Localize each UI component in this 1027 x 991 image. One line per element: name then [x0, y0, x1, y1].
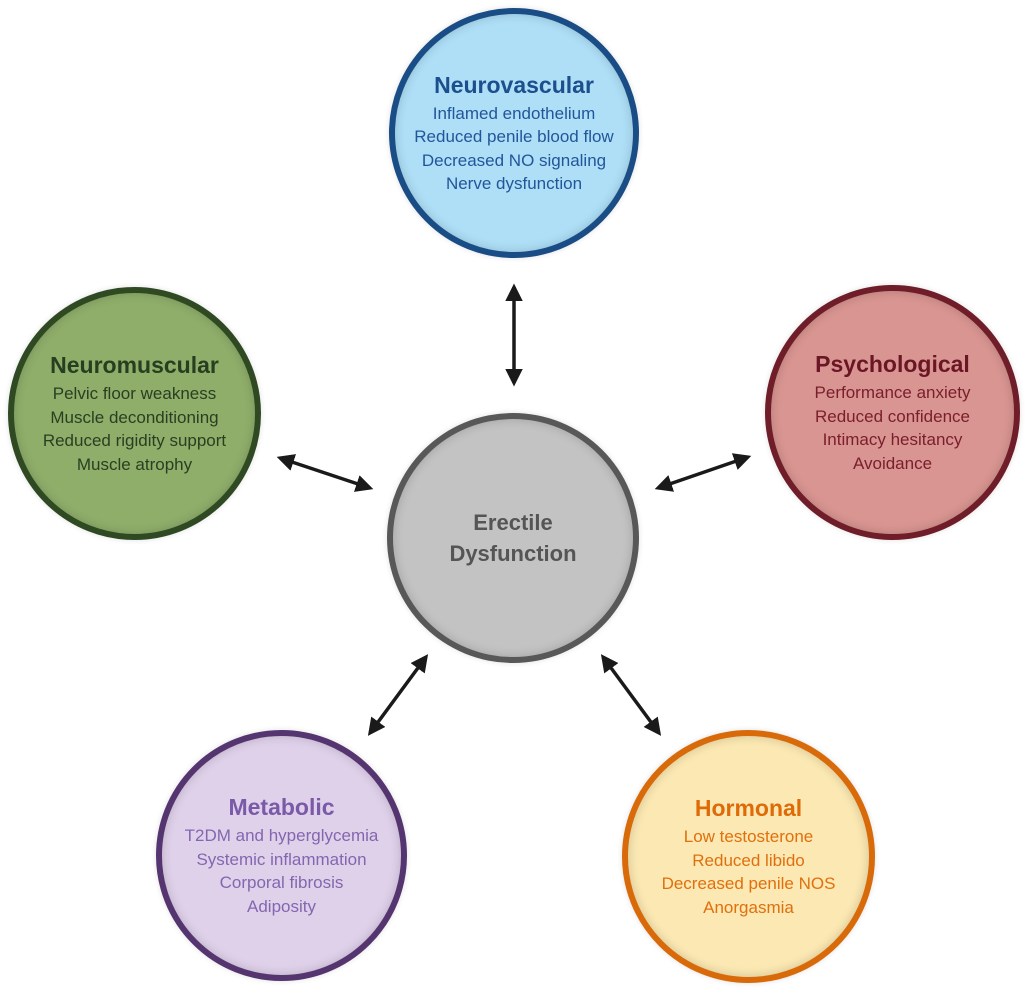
erectile-dysfunction-node: Erectile Dysfunction: [387, 413, 639, 663]
neurovascular-item: Nerve dysfunction: [445, 174, 583, 193]
neuromuscular-node: Neuromuscular Pelvic floor weakness Musc…: [8, 287, 261, 540]
psychological-node: Psychological Performance anxiety Reduce…: [765, 285, 1020, 540]
neurovascular-item: Inflamed endothelium: [432, 103, 596, 123]
metabolic-item: Adiposity: [247, 896, 316, 916]
neurovascular-title: Neurovascular: [434, 71, 594, 98]
arrow-psychological: [654, 453, 752, 492]
hormonal-title: Hormonal: [694, 795, 803, 821]
psychological-item: Intimacy hesitancy: [822, 430, 963, 449]
psychological-title: Psychological: [815, 351, 970, 377]
neuromuscular-title: Neuromuscular: [50, 352, 219, 378]
arrow-neuromuscular: [276, 454, 374, 492]
arrow-hormonal: [600, 654, 662, 736]
neuromuscular-item: Pelvic floor weakness: [52, 384, 217, 403]
neuromuscular-item: Muscle deconditioning: [50, 407, 219, 427]
hormonal-item: Anorgasmia: [703, 897, 794, 917]
neuromuscular-item: Muscle atrophy: [76, 454, 193, 474]
neuromuscular-item: Reduced rigidity support: [42, 431, 227, 450]
center-title-line2: Dysfunction: [449, 541, 577, 566]
psychological-item: Avoidance: [852, 453, 933, 473]
hormonal-item: Reduced libido: [692, 850, 805, 870]
hormonal-item: Decreased penile NOS: [661, 874, 836, 893]
psychological-item: Performance anxiety: [814, 383, 971, 402]
metabolic-item: Corporal fibrosis: [219, 873, 344, 892]
metabolic-node: Metabolic T2DM and hyperglycemia Systemi…: [156, 730, 407, 981]
metabolic-title: Metabolic: [228, 794, 335, 820]
hormonal-item: Low testosterone: [683, 827, 814, 846]
metabolic-item: Systemic inflammation: [196, 849, 367, 869]
hormonal-node: Hormonal Low testosterone Reduced libido…: [622, 730, 875, 983]
neurovascular-item: Decreased NO signaling: [421, 150, 607, 170]
arrow-metabolic: [367, 654, 429, 736]
metabolic-item: T2DM and hyperglycemia: [184, 826, 379, 845]
neurovascular-node: Neurovascular Inflamed endothelium Reduc…: [389, 8, 639, 258]
center-title-line1: Erectile: [473, 510, 553, 535]
psychological-item: Reduced confidence: [814, 406, 970, 426]
neurovascular-item: Reduced penile blood flow: [414, 127, 614, 146]
